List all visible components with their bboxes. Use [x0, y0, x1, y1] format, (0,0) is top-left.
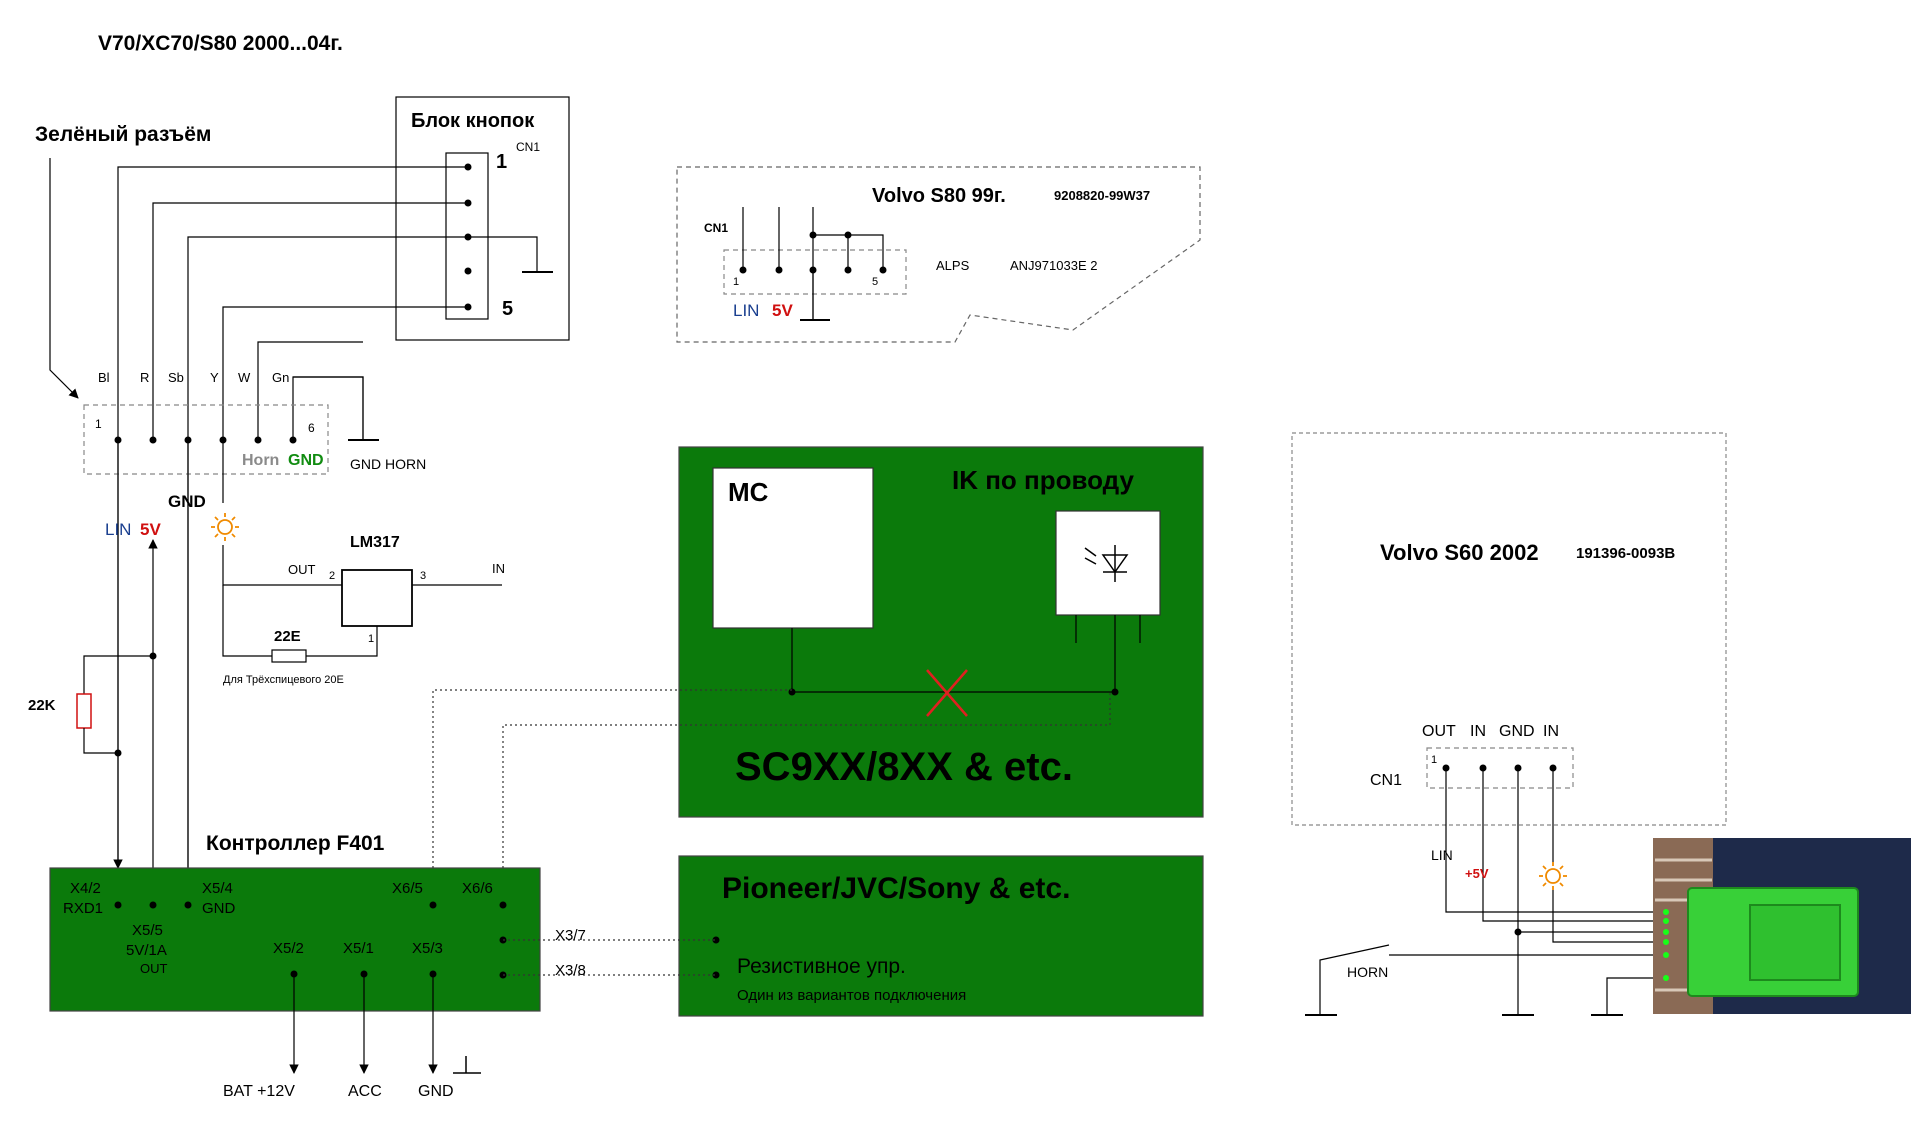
ctrl-x38: X3/8 — [555, 962, 586, 979]
ctrl-x53: X5/3 — [412, 940, 443, 957]
sun-icon — [1539, 862, 1567, 890]
ctrl-5v1a: 5V/1A — [126, 942, 167, 959]
cross-icon — [926, 669, 968, 717]
lm317-label: LM317 — [350, 534, 400, 551]
green-connector-label: Зелёный разъём — [35, 123, 211, 146]
button-block-pin-1: 1 — [496, 151, 507, 173]
s60-pin-gnd: GND — [1499, 723, 1535, 740]
s60-5v: +5V — [1465, 866, 1489, 881]
ik-models: SC9XX/8XX & etc. — [735, 745, 1073, 789]
s80-5v: 5V — [772, 301, 793, 320]
volvo-s80-panel: Volvo S80 99г. 9208820-99W37 CN1 1 5 LIN… — [676, 166, 1201, 343]
button-block: Блок кнопок CN1 1 5 — [395, 96, 570, 341]
s60-cn1: CN1 — [1370, 772, 1402, 789]
s60-horn: HORN — [1347, 964, 1388, 980]
lm317-pin-2: 2 — [329, 570, 335, 582]
ctrl-bat: BAT +12V — [223, 1083, 295, 1100]
ctrl-x66: X6/6 — [462, 880, 493, 897]
pin-label-r: R — [140, 370, 149, 385]
green-pin-1: 1 — [95, 417, 102, 431]
pioneer-note: Один из вариантов подключения — [737, 987, 966, 1004]
button-block-cn1: CN1 — [516, 140, 540, 154]
pin-label-gn: Gn — [272, 370, 289, 385]
arrow-icon — [49, 158, 79, 399]
resistor-note: Для Трёхспицевого 20E — [223, 674, 344, 686]
pin-label-w: W — [238, 370, 251, 385]
pin-label-y: Y — [210, 370, 219, 385]
s60-pin-1: 1 — [1431, 754, 1437, 766]
ctrl-out: OUT — [140, 961, 168, 976]
lm317-pin-3: 3 — [420, 570, 426, 582]
page-title: V70/XC70/S80 2000...04г. — [98, 32, 343, 55]
ctrl-x55: X5/5 — [132, 922, 163, 939]
ctrl-x51: X5/1 — [343, 940, 374, 957]
button-block-title: Блок кнопок — [411, 110, 535, 132]
ctrl-x52: X5/2 — [273, 940, 304, 957]
ik-title: IK по проводу — [952, 465, 1135, 495]
photodiode-icon — [1084, 545, 1129, 582]
ctrl-x42: X4/2 — [70, 880, 101, 897]
s80-cn1: CN1 — [704, 221, 728, 235]
resistor-22e-label: 22E — [274, 628, 301, 645]
s60-pin-in1: IN — [1470, 723, 1486, 740]
s60-lin: LIN — [1431, 847, 1453, 863]
resistor-22k — [76, 693, 92, 729]
ctrl-x54: X5/4 — [202, 880, 233, 897]
lm317-in: IN — [492, 561, 505, 576]
resistor-22k-label: 22K — [28, 697, 56, 714]
green-connector: Bl R Sb Y W Gn 1 6 Horn GND — [83, 370, 329, 475]
s80-title: Volvo S80 99г. — [872, 185, 1006, 207]
pioneer-subtitle: Резистивное упр. — [737, 955, 906, 978]
ctrl-x65: X6/5 — [392, 880, 423, 897]
s80-lin: LIN — [733, 301, 759, 320]
pioneer-title: Pioneer/JVC/Sony & etc. — [722, 872, 1070, 905]
s80-pin-5: 5 — [872, 276, 878, 288]
sun-icon — [211, 513, 239, 541]
ctrl-gnd: GND — [202, 900, 236, 917]
ctrl-x37: X3/7 — [555, 927, 586, 944]
lm317-pin-1: 1 — [368, 633, 374, 645]
gnd-green-label: GND — [288, 452, 324, 469]
s80-code: 9208820-99W37 — [1054, 188, 1150, 203]
ik-wired-board: MC IK по проводу SC9XX/8XX & etc. — [678, 446, 1204, 818]
lin-label: LIN — [105, 520, 131, 539]
resistor-22e — [271, 649, 307, 663]
s60-pin-out: OUT — [1422, 723, 1456, 740]
green-pin-6: 6 — [308, 421, 315, 435]
volvo-s60-panel: Volvo S60 2002 191396-0093B OUT IN GND I… — [1291, 432, 1727, 826]
ctrl-acc: ACC — [348, 1083, 382, 1100]
lm317-out: OUT — [288, 562, 316, 577]
gnd-horn-label: GND HORN — [350, 456, 426, 472]
horn-label: Horn — [242, 452, 279, 469]
pin-label-bl: Bl — [98, 370, 110, 385]
v5-label: 5V — [140, 520, 161, 539]
mc-block — [712, 467, 874, 629]
lm317-regulator: LM317 OUT 2 3 1 IN 22E Для Трёхспицевого… — [222, 534, 505, 686]
ctrl-rxd1: RXD1 — [63, 900, 103, 917]
controller-title: Контроллер F401 — [206, 832, 385, 855]
s60-title: Volvo S60 2002 — [1380, 540, 1539, 565]
s80-part: ANJ971033E 2 — [1010, 258, 1097, 273]
button-block-pin-5: 5 — [502, 298, 513, 320]
mc-label: MC — [728, 477, 769, 507]
connector-photo — [1653, 838, 1911, 1014]
gnd-label: GND — [168, 492, 206, 511]
controller-f401: Контроллер F401 X4/2 RXD1 X5/5 5V/1A OUT… — [49, 832, 541, 1012]
pin-label-sb: Sb — [168, 370, 184, 385]
pioneer-board: Pioneer/JVC/Sony & etc. Резистивное упр.… — [678, 855, 1204, 1017]
s60-pin-in2: IN — [1543, 723, 1559, 740]
s80-pin-1: 1 — [733, 276, 739, 288]
s60-code: 191396-0093B — [1576, 545, 1675, 562]
ctrl-gnd-bottom: GND — [418, 1083, 454, 1100]
ground-icon — [453, 1056, 481, 1074]
s80-alps: ALPS — [936, 258, 970, 273]
